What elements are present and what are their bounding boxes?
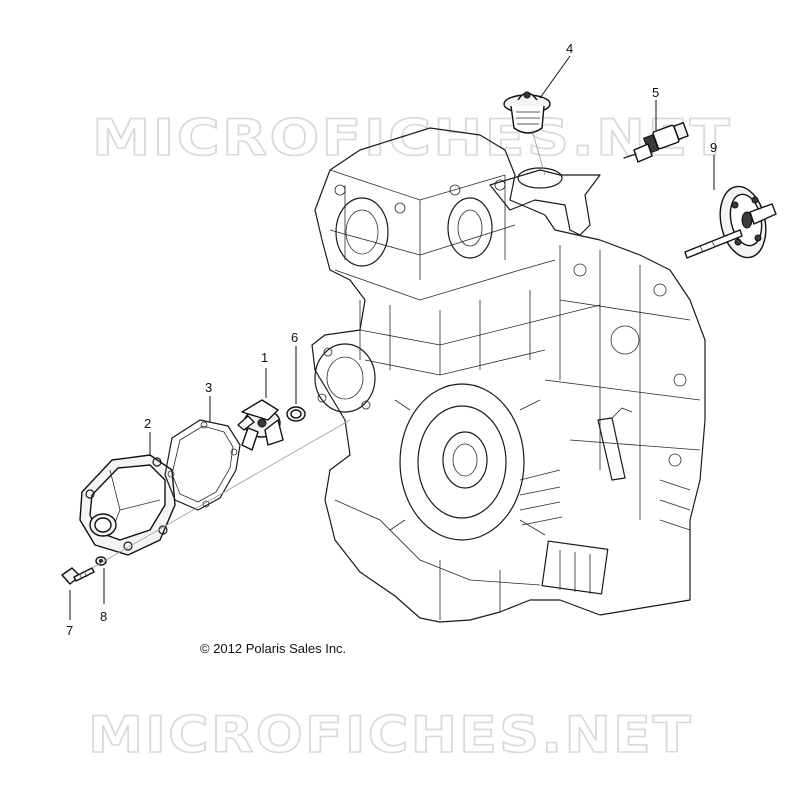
thermostat-housing (489, 167, 601, 236)
callout-2: 2 (144, 416, 151, 431)
part-3-gasket (164, 419, 241, 511)
callout-7: 7 (66, 623, 73, 638)
engine-block (311, 127, 706, 623)
callout-1: 1 (261, 350, 268, 365)
watermark-top: MICROFICHES.NET (92, 109, 732, 167)
part-9-pump-shaft (684, 185, 777, 259)
callout-9: 9 (710, 140, 717, 155)
part-1-impeller (237, 399, 284, 451)
part-2-pump-cover (79, 454, 176, 556)
callout-5: 5 (652, 85, 659, 100)
watermark-bottom: MICROFICHES.NET (88, 706, 693, 764)
copyright-notice: © 2012 Polaris Sales Inc. (200, 641, 347, 656)
callout-8: 8 (100, 609, 107, 624)
part-7-bolt (61, 567, 95, 585)
leader-lines (69, 55, 715, 620)
part-5-temp-sensor (623, 122, 689, 163)
callout-4: 4 (566, 41, 573, 56)
assembly-axis (91, 419, 351, 569)
part-4-thermostat (503, 91, 551, 134)
thermostat-axis (531, 129, 546, 176)
callout-3: 3 (205, 380, 212, 395)
part-8-washer (95, 556, 107, 566)
part-6-seal (286, 406, 306, 422)
callout-6: 6 (291, 330, 298, 345)
